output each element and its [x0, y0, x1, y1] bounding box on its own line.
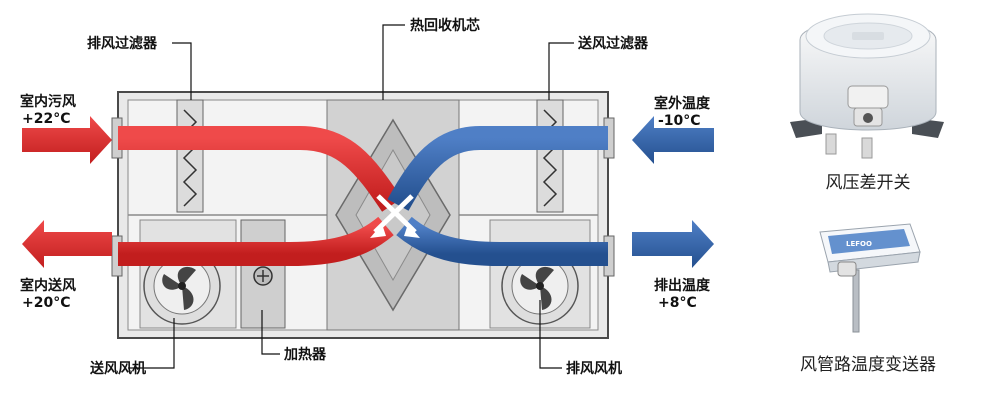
- outdoor-temp-value: -10°C: [658, 113, 701, 129]
- duct-temperature-transmitter-icon: LEFOO: [819, 223, 921, 333]
- leader-lines: [128, 24, 574, 369]
- lefoo-logo: LEFOO: [846, 240, 872, 248]
- supply-fan: [139, 219, 237, 329]
- warm-exhaust-flow: [118, 126, 402, 212]
- discharge-temp-value: +8°C: [658, 295, 697, 311]
- indoor-supply-air-label: 室内送风: [20, 277, 76, 294]
- indoor-dirty-temp: +22°C: [22, 111, 71, 127]
- cold-intake-flow: [387, 126, 608, 211]
- core-crossing-arrows: [370, 194, 420, 238]
- differential-pressure-switch-caption: 风压差开关: [826, 173, 911, 193]
- exhaust-fan-label: 排风风机: [566, 360, 622, 377]
- indoor-dirty-air-label: 室内污风: [20, 93, 76, 110]
- exhaust-filter: [176, 99, 204, 213]
- heater-label: 加热器: [283, 346, 327, 363]
- heater: [240, 219, 286, 329]
- supply-filter-label: 送风过滤器: [577, 35, 649, 52]
- outdoor-air-arrow: [632, 116, 714, 164]
- discharge-air-arrow: [632, 220, 714, 268]
- indoor-supply-air-arrow: [22, 220, 112, 268]
- differential-pressure-switch-icon: [790, 13, 944, 159]
- indoor-dirty-air-arrow: [22, 116, 112, 164]
- discharge-temp-label: 排出温度: [654, 277, 711, 294]
- exhaust-filter-label: 排风过滤器: [87, 35, 158, 52]
- supply-filter: [536, 99, 564, 213]
- indoor-supply-temp: +20°C: [22, 295, 71, 311]
- outdoor-temp-label: 室外温度: [654, 95, 711, 112]
- heat-core-label: 热回收机芯: [410, 17, 480, 34]
- supply-fan-label: 送风风机: [89, 360, 146, 377]
- duct-temperature-transmitter-caption: 风管路温度变送器: [800, 355, 936, 375]
